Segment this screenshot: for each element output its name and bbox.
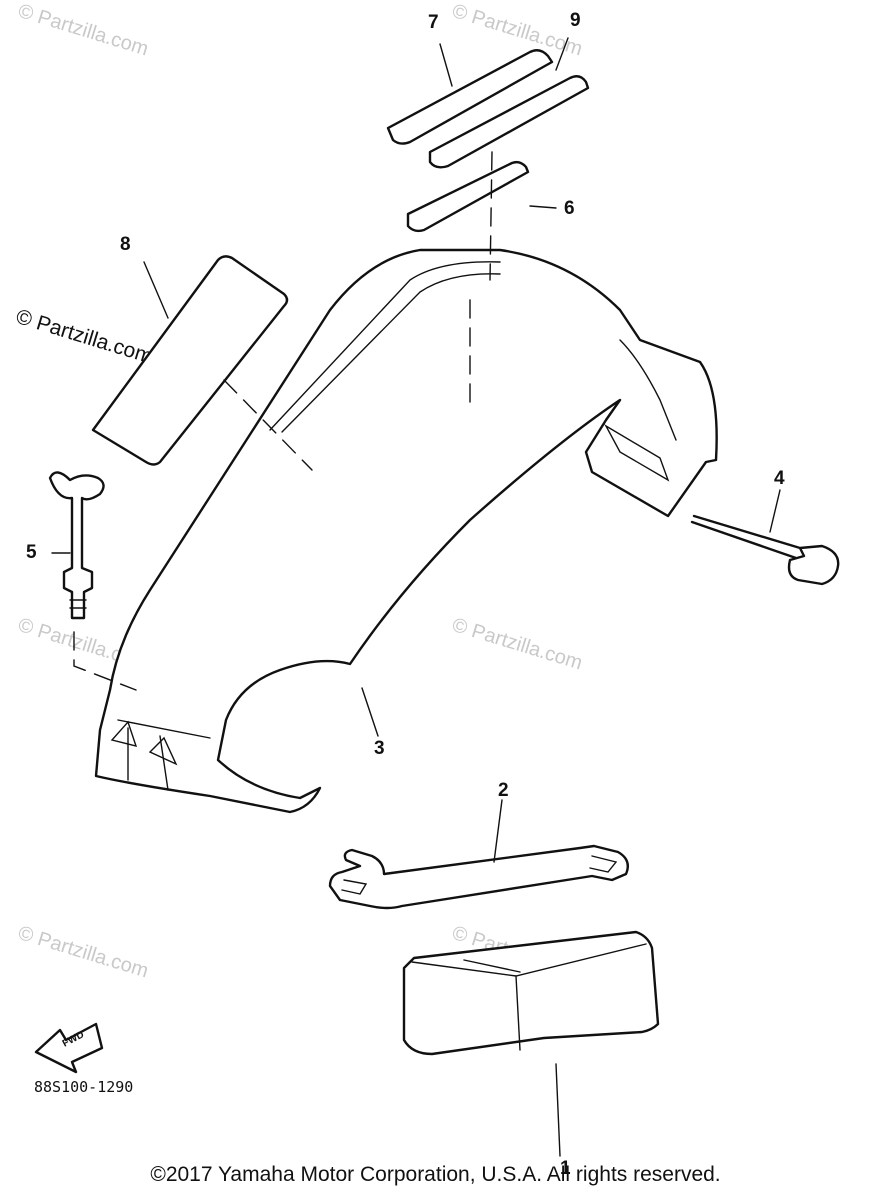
part-7-pad	[386, 49, 554, 145]
part-4-rod	[692, 514, 840, 586]
drawing-code: 88S100-1290	[34, 1078, 134, 1096]
callout-9: 9	[570, 10, 581, 31]
callout-2: 2	[498, 780, 509, 801]
callout-4: 4	[774, 468, 785, 489]
part-8-pad	[91, 255, 289, 466]
part-5-bolt	[48, 471, 105, 620]
part-3-fender	[94, 248, 718, 814]
part-2-strap	[328, 844, 629, 910]
callout-1: 1	[560, 1158, 571, 1179]
callout-3: 3	[374, 738, 385, 759]
part-1-battery	[402, 930, 660, 1056]
part-9-pad	[428, 75, 590, 169]
callout-6: 6	[564, 198, 575, 219]
callout-7: 7	[428, 12, 439, 33]
copyright-footer: ©2017 Yamaha Motor Corporation, U.S.A. A…	[150, 1163, 721, 1186]
part-6-pad	[406, 160, 530, 233]
fwd-arrow	[34, 1022, 104, 1074]
callout-5: 5	[26, 542, 37, 563]
callout-8: 8	[120, 234, 131, 255]
